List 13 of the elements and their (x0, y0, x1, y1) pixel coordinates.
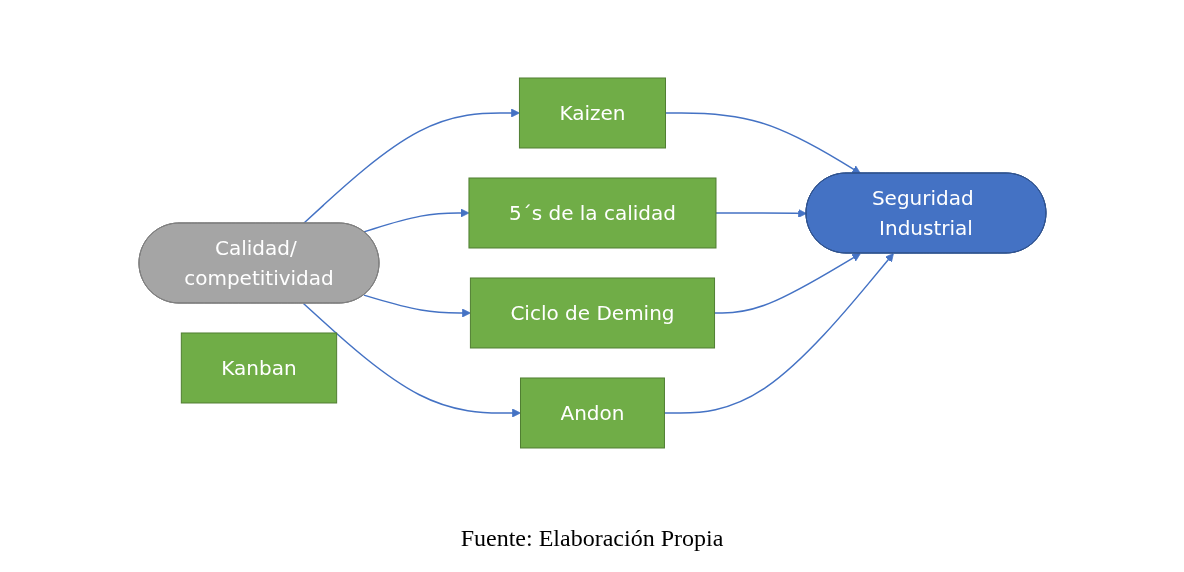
arrow (663, 252, 894, 414)
node-box: Ciclo de Deming (469, 277, 715, 348)
arrow (302, 108, 520, 224)
arrow (664, 111, 861, 174)
node-box: Andon (519, 377, 665, 448)
arrow (302, 302, 521, 417)
arrow (714, 208, 807, 218)
node-box: Kaizen (518, 77, 666, 148)
caption: Fuente: Elaboración Propia (460, 525, 724, 551)
arrow (713, 252, 861, 314)
node-box: 5´s de la calidad (467, 177, 716, 248)
node-box: Kanban (180, 332, 337, 403)
arrow (362, 293, 471, 317)
